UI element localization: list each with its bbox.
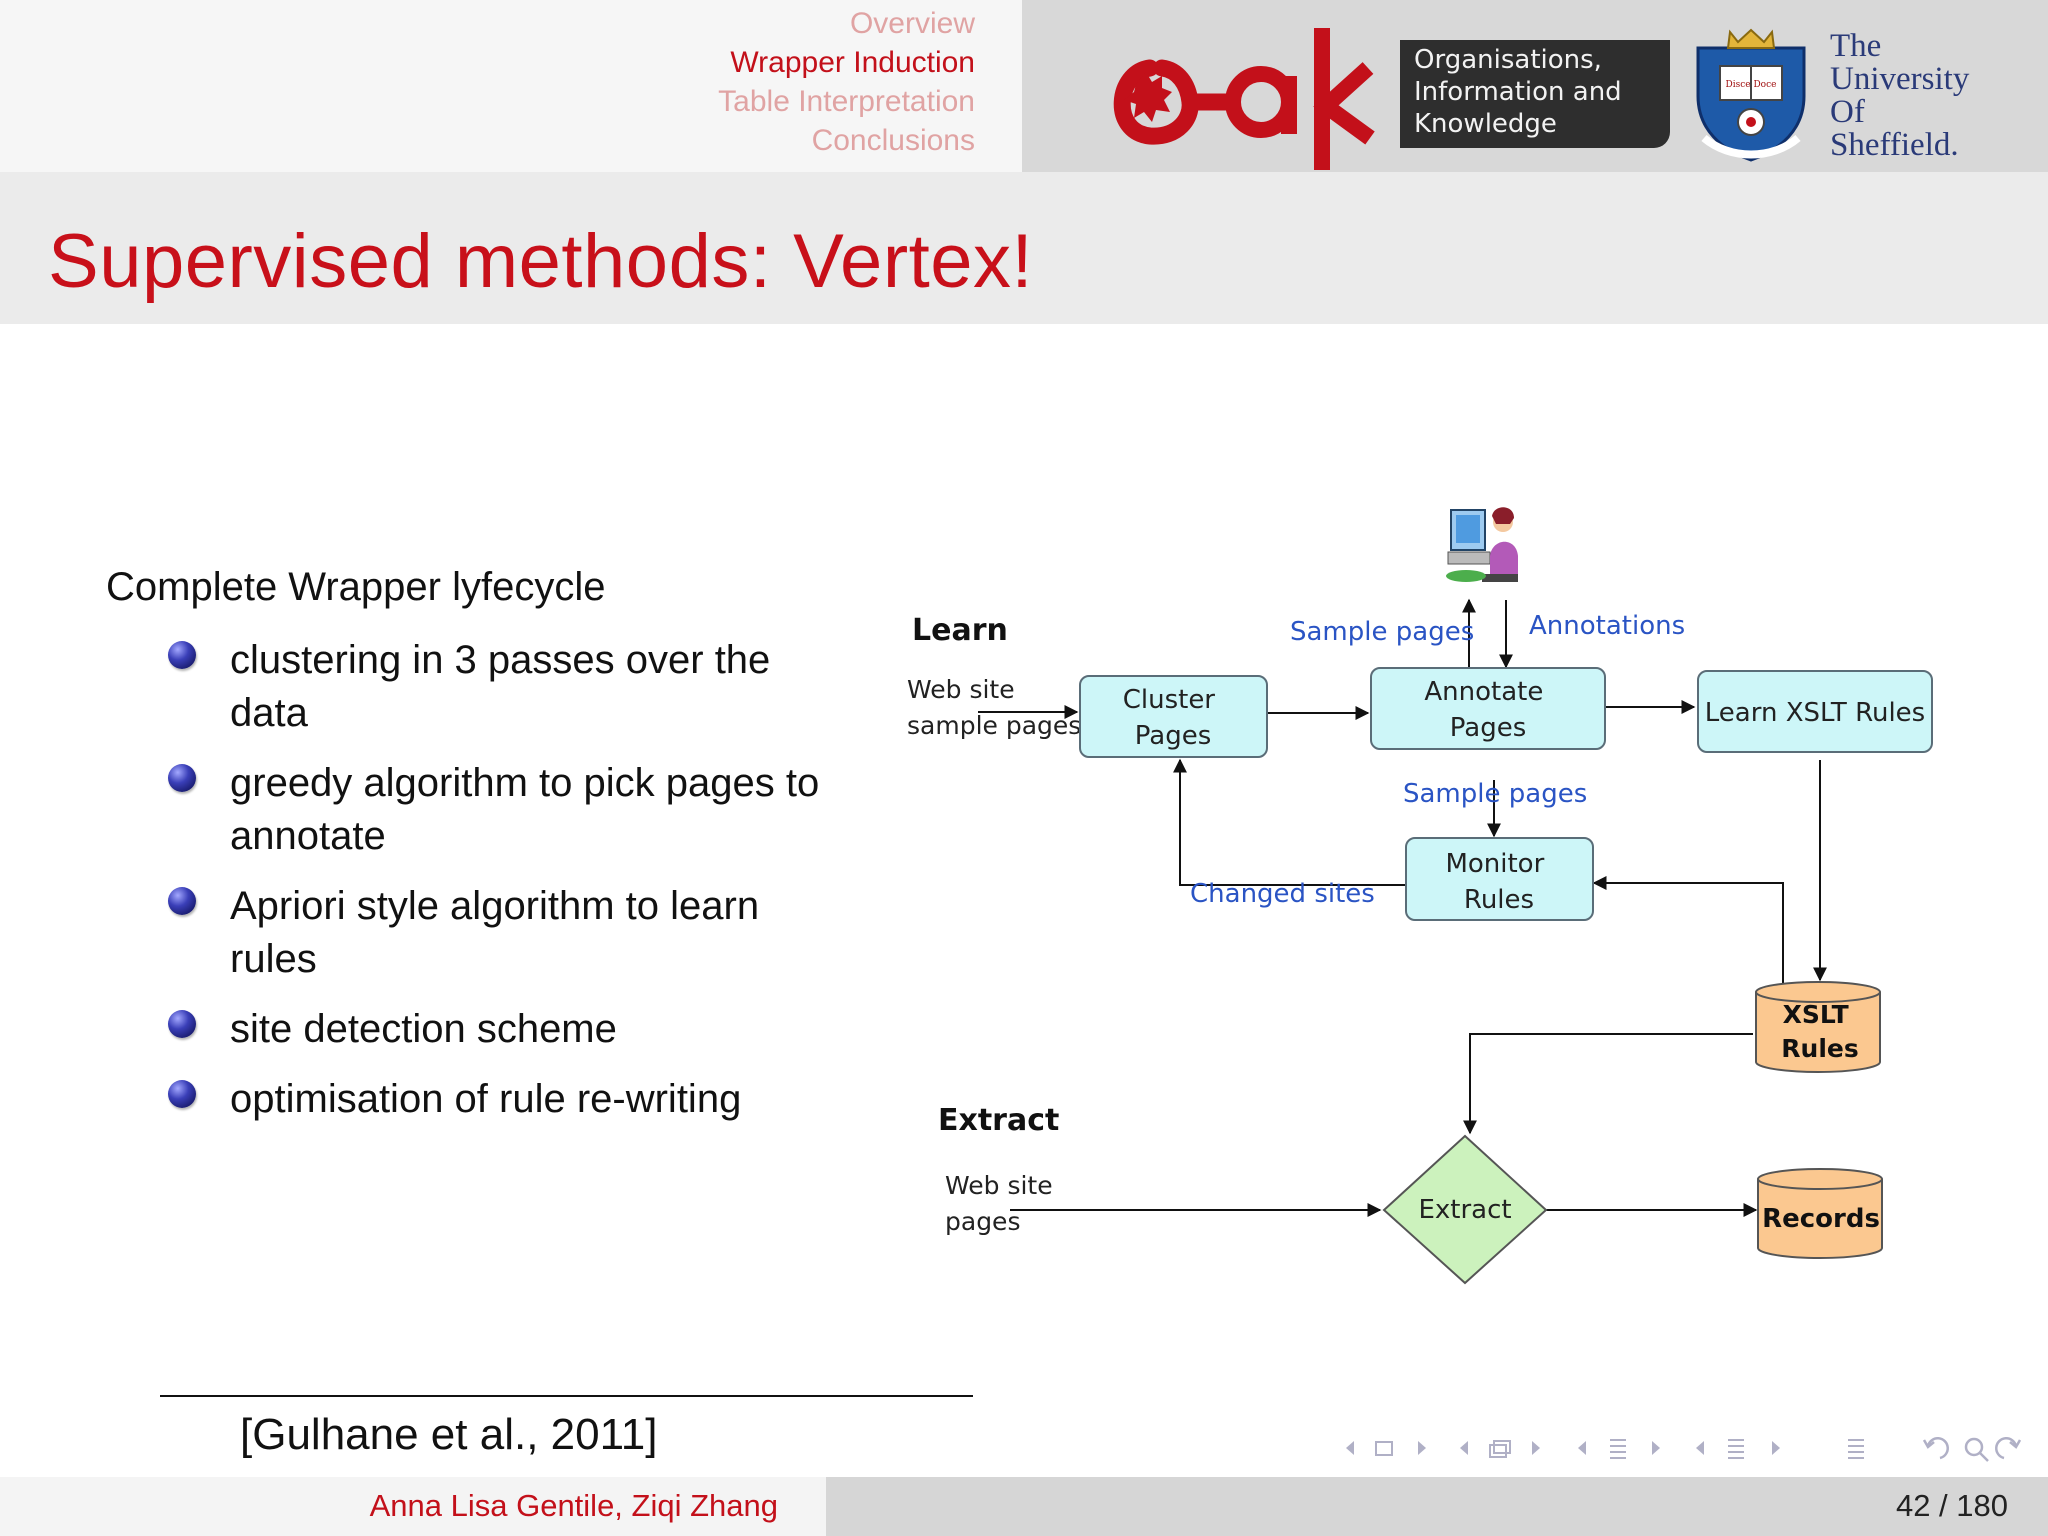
list-item: site detection scheme bbox=[160, 1003, 820, 1056]
footer-authors: Anna Lisa Gentile, Ziqi Zhang bbox=[369, 1488, 778, 1523]
annotations-label: Annotations bbox=[1529, 611, 1685, 641]
list-item: optimisation of rule re-writing bbox=[160, 1073, 820, 1126]
box-label: Learn XSLT Rules bbox=[1705, 698, 1925, 728]
section-navigation: Overview Wrapper Induction Table Interpr… bbox=[0, 0, 1022, 172]
bullet-text: clustering in 3 passes over the data bbox=[230, 638, 771, 735]
nav-item-overview[interactable]: Overview bbox=[849, 7, 975, 40]
nav-item-conclusions[interactable]: Conclusions bbox=[811, 124, 975, 157]
list-item: greedy algorithm to pick pages to annota… bbox=[160, 757, 820, 863]
bullet-text: Apriori style algorithm to learn rules bbox=[230, 884, 760, 981]
nav-prev-frame-button[interactable] bbox=[1346, 1441, 1426, 1456]
bullet-icon bbox=[168, 887, 196, 915]
uni-line-2: University bbox=[1830, 61, 1970, 97]
annotator-user-icon bbox=[1446, 507, 1518, 582]
box-label-line: Annotate bbox=[1424, 677, 1543, 707]
list-item: clustering in 3 passes over the data bbox=[160, 634, 820, 740]
title-bar: Supervised methods: Vertex! bbox=[0, 172, 2048, 324]
learn-label: Learn bbox=[912, 613, 1008, 648]
subsection-icon bbox=[1489, 1444, 1507, 1458]
bullet-icon bbox=[168, 1010, 196, 1038]
svg-text:XSLT Rules: XSLT Rules bbox=[1781, 1000, 1858, 1063]
bullet-text: greedy algorithm to pick pages to annota… bbox=[230, 761, 820, 858]
footer-authors-pane: Anna Lisa Gentile, Ziqi Zhang bbox=[0, 1477, 826, 1536]
svg-text:Annotate Pages: Annotate Pages bbox=[1424, 677, 1551, 743]
store-label-line: Rules bbox=[1781, 1034, 1858, 1063]
frame-icon bbox=[1375, 1441, 1393, 1456]
vertex-workflow-diagram: Learn Extract Web site sample pages Web … bbox=[907, 507, 1933, 1285]
box-label-line: Pages bbox=[1135, 721, 1212, 751]
bullet-text: site detection scheme bbox=[230, 1007, 617, 1051]
oak-wordmark: Organisations, Information and Knowledge bbox=[1400, 40, 1670, 148]
citation-rule bbox=[160, 1395, 973, 1397]
page-number: 42 / 180 bbox=[1895, 1488, 2008, 1523]
crest-motto: Disce Doce bbox=[1726, 80, 1777, 90]
nav-item-wrapper-induction[interactable]: Wrapper Induction bbox=[730, 46, 975, 79]
bullet-icon bbox=[168, 641, 196, 669]
list-item: Apriori style algorithm to learn rules bbox=[160, 880, 820, 986]
beamer-navigation-controls bbox=[1346, 1437, 2022, 1462]
box-label-line: Pages bbox=[1450, 713, 1527, 743]
svg-text:Cluster Pages: Cluster Pages bbox=[1123, 685, 1224, 751]
extract-node-label: Extract bbox=[1418, 1195, 1511, 1225]
uni-line-1: The bbox=[1830, 28, 1882, 64]
annotate-pages-box: Annotate Pages bbox=[1370, 667, 1606, 750]
uni-line-4: Sheffield. bbox=[1830, 127, 1959, 163]
university-name: The University Of Sheffield. bbox=[1830, 30, 1969, 162]
changed-sites-label: Changed sites bbox=[1190, 879, 1375, 909]
nav-subsection-list-button[interactable] bbox=[1696, 1439, 1780, 1459]
store-label-line: XSLT bbox=[1783, 1000, 1849, 1029]
redo-icon[interactable] bbox=[1995, 1437, 2022, 1460]
footer-page-pane: 42 / 180 bbox=[826, 1477, 2048, 1536]
records-label: Records bbox=[1762, 1204, 1880, 1234]
university-crest-icon: Disce Doce bbox=[1696, 28, 1806, 162]
bullet-list: clustering in 3 passes over the data gre… bbox=[160, 634, 820, 1143]
nav-prev-subsection-button[interactable] bbox=[1460, 1440, 1540, 1458]
slide-header: Overview Wrapper Induction Table Interpr… bbox=[0, 0, 2048, 172]
oak-line-2: Information and bbox=[1414, 77, 1622, 107]
sample-pages-line: sample pages bbox=[907, 711, 1081, 740]
bullet-icon bbox=[168, 764, 196, 792]
web-site-line: Web site bbox=[945, 1171, 1053, 1200]
oak-logo bbox=[1113, 28, 1375, 170]
citation: [Gulhane et al., 2011] bbox=[240, 1410, 658, 1459]
lead-text: Complete Wrapper lyfecycle bbox=[106, 565, 606, 609]
web-site-line: Web site bbox=[907, 675, 1015, 704]
bullet-icon bbox=[168, 1080, 196, 1108]
bullet-text: optimisation of rule re-writing bbox=[230, 1077, 742, 1121]
web-site-sample-pages-label: Web site sample pages bbox=[907, 675, 1081, 740]
sample-pages-top-label: Sample pages bbox=[1290, 617, 1474, 647]
oak-line-1: Organisations, bbox=[1414, 45, 1602, 75]
extract-label: Extract bbox=[938, 1103, 1059, 1138]
records-store: Records bbox=[1757, 1168, 1883, 1259]
box-label-line: Monitor bbox=[1445, 849, 1544, 879]
box-label-line: Cluster bbox=[1123, 685, 1216, 715]
section-icon bbox=[1610, 1439, 1626, 1459]
box-label-line: Rules bbox=[1464, 885, 1534, 915]
nav-item-table-interpretation[interactable]: Table Interpretation bbox=[718, 85, 975, 118]
undo-icon[interactable] bbox=[1922, 1437, 1949, 1460]
nav-document-button[interactable] bbox=[1848, 1439, 1864, 1459]
extract-decision: Extract bbox=[1382, 1134, 1548, 1285]
xslt-rules-store: XSLT Rules bbox=[1755, 981, 1881, 1073]
pages-line: pages bbox=[945, 1207, 1020, 1236]
oak-line-3: Knowledge bbox=[1414, 109, 1557, 139]
sample-pages-mid-label: Sample pages bbox=[1403, 779, 1587, 809]
uni-line-3: Of bbox=[1830, 94, 1865, 130]
slide-title: Supervised methods: Vertex! bbox=[48, 219, 1034, 304]
search-icon[interactable] bbox=[1964, 1437, 1989, 1462]
cluster-pages-box: Cluster Pages bbox=[1079, 675, 1268, 758]
web-site-pages-label: Web site pages bbox=[945, 1171, 1061, 1236]
svg-text:Monitor Rules: Monitor Rules bbox=[1445, 849, 1552, 915]
nav-section-button[interactable] bbox=[1578, 1439, 1660, 1459]
learn-xslt-rules-box: Learn XSLT Rules bbox=[1697, 670, 1933, 753]
diagram-connectors bbox=[978, 598, 1827, 1217]
toc-icon bbox=[1728, 1439, 1744, 1459]
monitor-rules-box: Monitor Rules bbox=[1405, 837, 1594, 921]
